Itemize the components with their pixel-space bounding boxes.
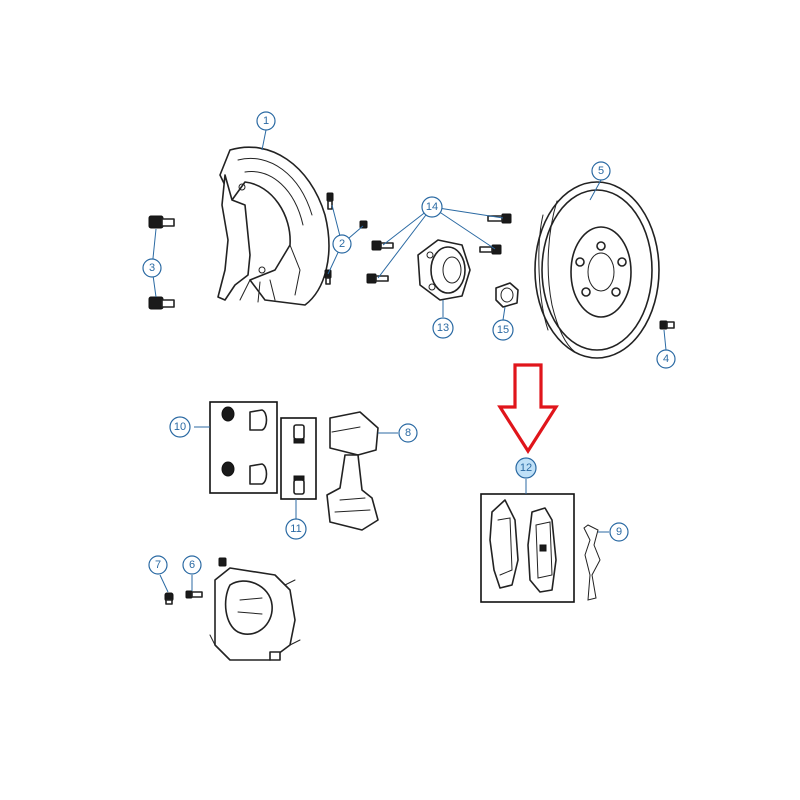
wheel-stud-part bbox=[659, 320, 675, 330]
callout-13: 13 bbox=[432, 317, 454, 339]
callout-8: 8 bbox=[398, 423, 418, 443]
anti-rattle-clip-part bbox=[583, 524, 601, 601]
svg-text:11: 11 bbox=[290, 523, 301, 535]
guide-pin-kit-part bbox=[280, 417, 317, 500]
svg-text:15: 15 bbox=[497, 324, 509, 336]
svg-text:3: 3 bbox=[149, 262, 155, 274]
brake-caliper-part bbox=[209, 557, 301, 661]
callout-4: 4 bbox=[656, 349, 676, 369]
svg-text:13: 13 bbox=[437, 322, 449, 334]
svg-text:7: 7 bbox=[155, 559, 161, 571]
callout-5: 5 bbox=[591, 161, 611, 181]
svg-text:14: 14 bbox=[426, 201, 438, 213]
svg-text:8: 8 bbox=[405, 427, 411, 439]
callout-10: 10 bbox=[169, 416, 191, 438]
highlight-arrow-icon bbox=[497, 363, 559, 454]
callout-2: 2 bbox=[332, 234, 352, 254]
callout-14: 14 bbox=[421, 196, 443, 218]
callout-11: 11 bbox=[285, 518, 307, 540]
callout-7: 7 bbox=[148, 555, 168, 575]
brake-rotor-part bbox=[534, 181, 660, 359]
callout-15: 15 bbox=[492, 319, 514, 341]
caliper-bracket-part bbox=[326, 411, 379, 531]
svg-text:2: 2 bbox=[339, 238, 345, 250]
svg-text:4: 4 bbox=[663, 353, 669, 365]
stud-bolt-part bbox=[148, 215, 175, 310]
caliper-bolt-part bbox=[185, 590, 203, 599]
hub-bolt-part bbox=[366, 213, 512, 284]
callout-1: 1 bbox=[256, 111, 276, 131]
callout-6: 6 bbox=[182, 555, 202, 575]
callout-3: 3 bbox=[142, 258, 162, 278]
callout-12: 12 bbox=[515, 457, 537, 479]
svg-text:5: 5 bbox=[598, 165, 604, 177]
svg-text:10: 10 bbox=[174, 421, 186, 433]
svg-text:6: 6 bbox=[189, 559, 195, 571]
hub-nut-part bbox=[495, 282, 519, 308]
guide-bushing-kit-part bbox=[209, 401, 278, 494]
hub-bearing-part bbox=[417, 239, 471, 301]
svg-text:1: 1 bbox=[263, 115, 269, 127]
brake-pad-set-part bbox=[480, 493, 575, 603]
dust-shield-part bbox=[217, 146, 330, 306]
bleeder-screw-part bbox=[164, 592, 174, 605]
callout-9: 9 bbox=[609, 522, 629, 542]
svg-text:12: 12 bbox=[520, 462, 532, 474]
svg-text:9: 9 bbox=[616, 526, 622, 538]
